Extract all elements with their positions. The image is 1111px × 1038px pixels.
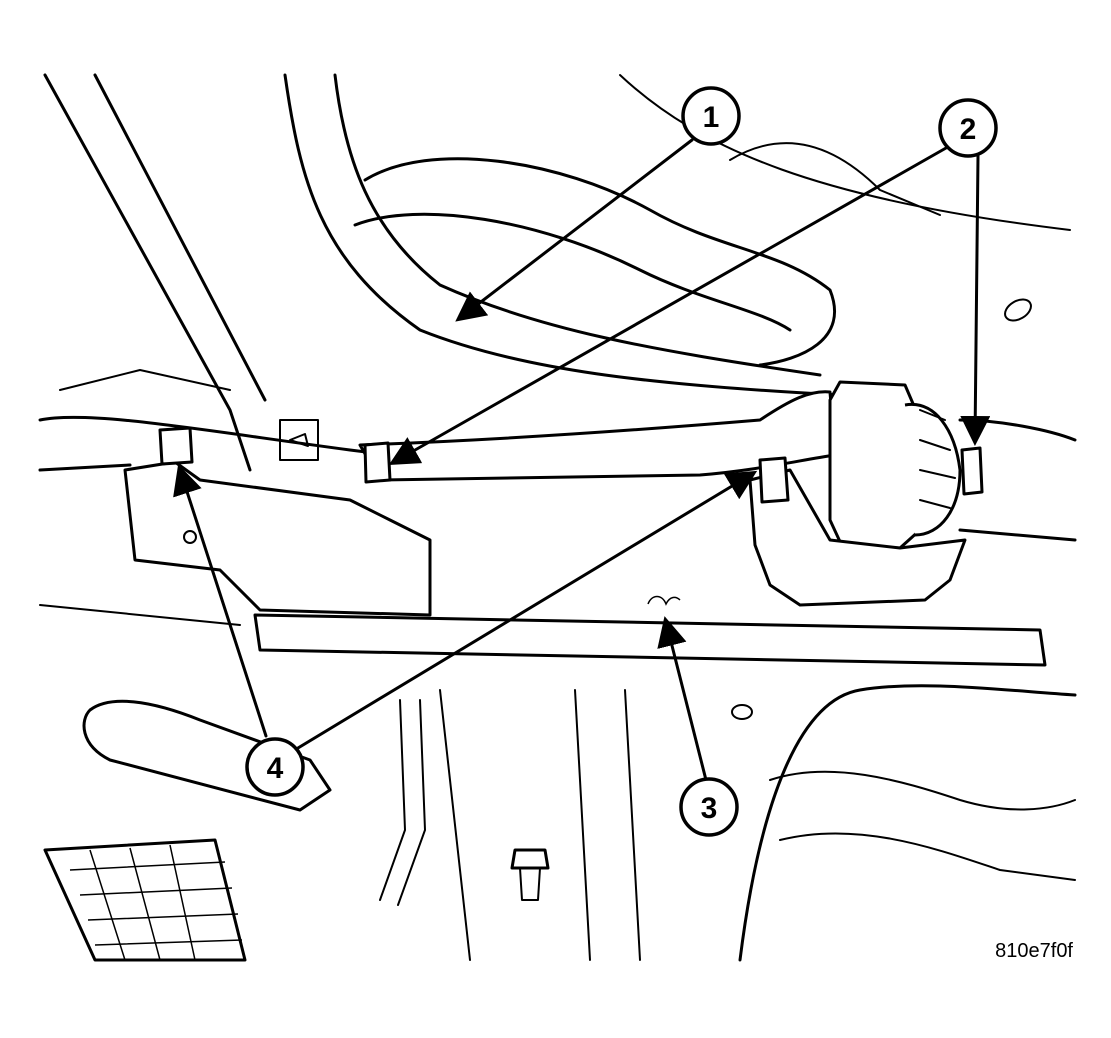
callout-3: 3 <box>679 777 739 837</box>
bolt-fastener <box>510 848 550 901</box>
figure-id: 810e7f0f <box>995 940 1073 962</box>
leader-3 <box>657 616 708 782</box>
callout-label-2: 2 <box>960 113 977 146</box>
callout-4: 4 <box>245 737 305 797</box>
callout-label-4: 4 <box>267 752 284 785</box>
callout-label-1: 1 <box>703 101 720 134</box>
leader-1 <box>455 138 694 322</box>
leader-2b <box>960 154 991 446</box>
leader-4a <box>173 464 268 738</box>
callout-2: 2 <box>938 98 998 158</box>
lower-control-arm <box>123 380 984 617</box>
grille <box>43 838 247 962</box>
callout-label-3: 3 <box>701 792 718 825</box>
leader-2a <box>388 146 948 465</box>
callout-1: 1 <box>681 86 741 146</box>
leader-4b <box>296 470 758 750</box>
callout-leaders <box>173 138 991 782</box>
